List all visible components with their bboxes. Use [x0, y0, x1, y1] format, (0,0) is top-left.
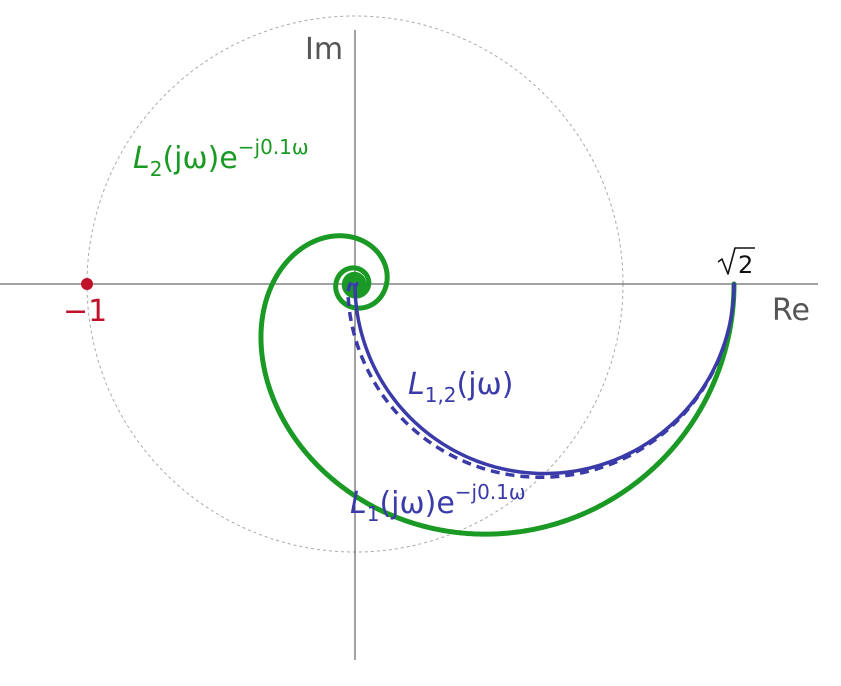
curve-l2-label-sub: 2 [150, 157, 163, 181]
curve-l12-label-arg: (jω) [457, 367, 514, 402]
start-point-label: 2 [717, 247, 755, 279]
curve-l12-label-sub: 1,2 [425, 383, 457, 407]
curve-l2-label: L2(jω)e−j0.1ω [133, 135, 309, 181]
curve-l1-label-arg: (jω)e [379, 486, 454, 521]
curve-l1-label-sub: 1 [367, 502, 380, 526]
curve-l1-label-sup: −j0.1ω [455, 480, 526, 504]
curve-l2-label-main: L [133, 141, 150, 176]
curve-l2-label-arg: (jω)e [162, 141, 237, 176]
curve-l2-label-sup: −j0.1ω [238, 135, 309, 159]
curve-l1-label-main: L [350, 486, 367, 521]
imaginary-axis-label: Im [305, 32, 343, 67]
curve-l1-label: L1(jω)e−j0.1ω [350, 480, 526, 526]
radical-sign-icon [717, 247, 755, 275]
curve-l1-delayed [346, 279, 736, 479]
critical-point-marker [81, 278, 93, 290]
start-point-radicand: 2 [738, 251, 753, 279]
critical-point-label: −1 [63, 294, 107, 329]
curve-l12-label-main: L [408, 367, 425, 402]
real-axis-label: Re [772, 293, 810, 328]
curve-l12-label: L1,2(jω) [408, 367, 513, 407]
